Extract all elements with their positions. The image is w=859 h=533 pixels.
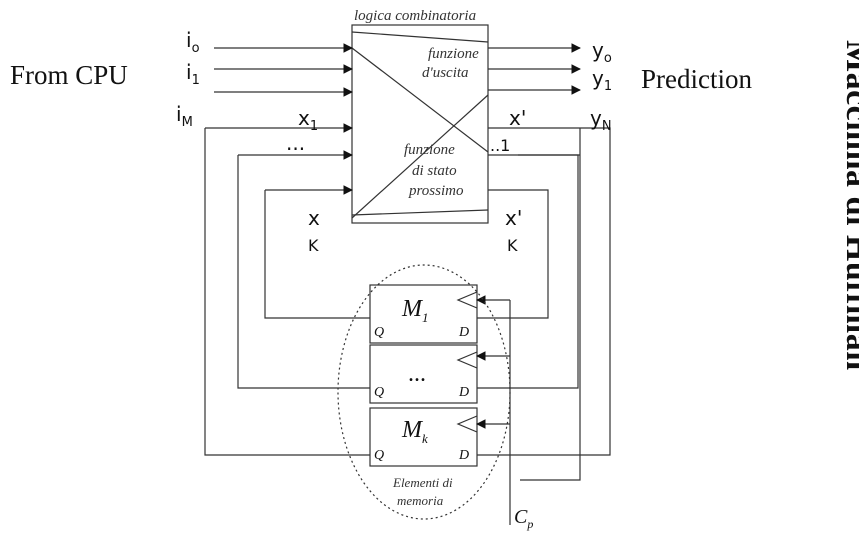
output-function-line1: funzione xyxy=(428,46,479,62)
state-xk-prime-top-label: x' xyxy=(505,206,523,230)
from-cpu-label: From CPU xyxy=(10,60,128,90)
memory-mid-q: Q xyxy=(374,385,385,400)
memory-element-mk xyxy=(369,407,478,467)
memory-group-ellipse xyxy=(337,264,511,520)
memory-mid-name: ... xyxy=(408,361,426,387)
state-xk-prime-bottom-label: K xyxy=(507,236,518,255)
memory-group-label-line2: memoria xyxy=(397,493,444,508)
memory-m1-d: D xyxy=(459,325,470,340)
state-x1-prime-label: x' xyxy=(509,106,527,130)
memory-mid-d: D xyxy=(459,385,470,400)
next-state-function-line1: funzione xyxy=(404,142,455,158)
state-x1-prime-sub-label: ..1 xyxy=(490,136,511,155)
state-xk-top-label: x xyxy=(308,206,320,230)
feedback-loop-2 xyxy=(237,155,370,389)
memory-mk-name: Mk xyxy=(402,417,428,446)
input-i0-label: io xyxy=(186,28,200,56)
state-dots-label: ... xyxy=(286,131,306,155)
state-xk-bottom-label: K xyxy=(308,236,319,255)
memory-element-m1 xyxy=(369,284,478,344)
clock-label: Cp xyxy=(514,506,534,531)
prediction-label: Prediction xyxy=(641,64,752,94)
memory-m1-q: Q xyxy=(374,325,385,340)
output-yn-label: yN xyxy=(590,106,612,134)
memory-group-label-line1: Elementi di xyxy=(393,475,453,490)
memory-m1-name: M1 xyxy=(402,296,429,325)
input-im-label: iM xyxy=(176,102,193,130)
memory-mk-q: Q xyxy=(374,448,385,463)
memory-mk-d: D xyxy=(459,448,470,463)
state-x1-label: x1 xyxy=(298,106,319,134)
next-state-function-line3: prossimo xyxy=(409,183,464,199)
output-y1-label: y1 xyxy=(592,66,613,94)
output-function-line2: d'uscita xyxy=(422,65,469,81)
next-state-function-line2: di stato xyxy=(412,163,457,179)
block-header: logica combinatoria xyxy=(354,8,477,24)
feedback-loop-1 xyxy=(204,128,370,456)
state-loop-x1 xyxy=(520,128,581,481)
machine-title: Macchina di Huffman xyxy=(839,40,859,371)
feedback-loop-3 xyxy=(264,190,370,319)
output-y0-label: yo xyxy=(592,38,612,66)
memory-element-mid xyxy=(369,344,478,404)
input-i1-label: i1 xyxy=(186,60,200,88)
